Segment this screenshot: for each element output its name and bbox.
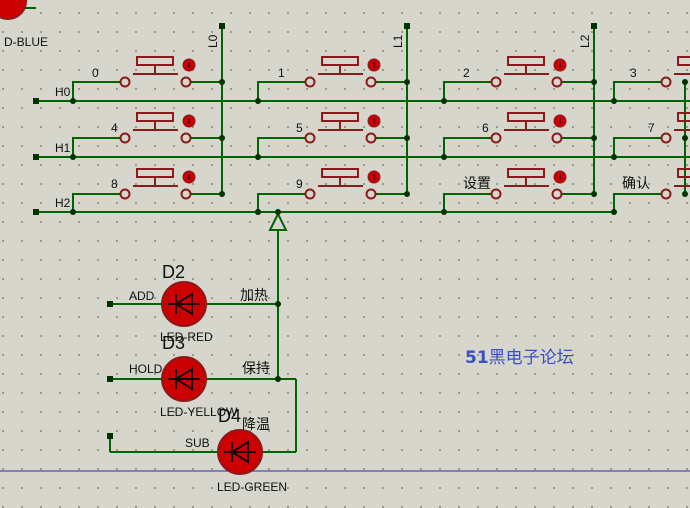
button-actuator-icon: [677, 168, 690, 178]
button-pin-icon: [119, 76, 131, 88]
row-label-h0: H0: [55, 85, 71, 99]
key-label-4: 4: [111, 121, 118, 135]
led-group: [161, 281, 263, 475]
button-pin-icon: [304, 132, 316, 144]
button-pin-icon: [660, 132, 672, 144]
watermark-number: 51: [465, 348, 489, 368]
button-actuator-icon: [677, 56, 690, 66]
key-label-7: 7: [648, 121, 655, 135]
push-button[interactable]: [613, 56, 690, 101]
led-part-green: LED-GREEN: [217, 480, 287, 494]
watermark-text: 黑电子论坛: [489, 348, 574, 368]
led-blue-fragment[interactable]: D-BLUE: [0, 0, 48, 49]
key-label-confirm: 确认: [622, 176, 650, 192]
led-ref-d2: D2: [162, 262, 185, 282]
button-pin-icon: [304, 76, 316, 88]
button-pin-icon: [551, 76, 563, 88]
column-label-l1: L1: [391, 34, 405, 48]
key-label-8: 8: [111, 177, 118, 191]
button-pin-icon: [180, 132, 192, 144]
button-pin-icon: [180, 188, 192, 200]
push-button[interactable]: [72, 112, 222, 157]
led-part-red: LED-RED: [160, 330, 213, 344]
button-pin-icon: [660, 76, 672, 88]
button-pin-icon: [365, 132, 377, 144]
button-pin-icon: [119, 188, 131, 200]
key-label-3: 3: [630, 66, 637, 80]
button-pin-icon: [660, 188, 672, 200]
push-button[interactable]: [72, 168, 222, 212]
push-button[interactable]: [443, 56, 594, 101]
push-button[interactable]: [613, 168, 690, 212]
row-label-h1: H1: [55, 141, 71, 155]
row-label-h2: H2: [55, 196, 71, 210]
led-net-cool: 降温: [242, 417, 270, 433]
key-label-settings: 设置: [463, 176, 491, 192]
button-pin-icon: [304, 188, 316, 200]
keypad-buttons: [72, 56, 690, 212]
button-pin-icon: [365, 188, 377, 200]
key-label-6: 6: [482, 121, 489, 135]
led-diode-icon[interactable]: [217, 429, 263, 475]
push-button[interactable]: [613, 112, 690, 157]
led-diode-icon[interactable]: [161, 281, 207, 327]
push-button[interactable]: [72, 56, 222, 101]
button-pin-icon: [365, 76, 377, 88]
led-net-keep: 保持: [242, 361, 270, 377]
led-net-heat: 加热: [240, 288, 268, 304]
led-net-sub: SUB: [185, 436, 210, 450]
led-ref-d4: D4: [218, 406, 241, 426]
led-part-yellow: LED-YELLOW: [160, 405, 238, 419]
button-pin-icon: [490, 188, 502, 200]
watermark: 51黑电子论坛: [465, 348, 574, 368]
push-button[interactable]: [257, 112, 407, 157]
row-wires: [36, 100, 690, 213]
junction-dots: [33, 23, 688, 439]
key-label-5: 5: [296, 121, 303, 135]
key-label-1: 1: [278, 66, 285, 80]
button-pin-icon: [551, 188, 563, 200]
column-label-l0: L0: [206, 34, 220, 48]
key-label-9: 9: [296, 177, 303, 191]
led-blue-part-label: D-BLUE: [4, 35, 48, 49]
led-net-add: ADD: [129, 289, 155, 303]
led-blue-body: [0, 0, 27, 20]
button-pin-icon: [490, 132, 502, 144]
key-label-2: 2: [463, 66, 470, 80]
column-label-l2: L2: [578, 34, 592, 48]
button-pin-icon: [119, 132, 131, 144]
push-button[interactable]: [443, 168, 594, 212]
button-pin-icon: [180, 76, 192, 88]
button-pin-icon: [551, 132, 563, 144]
push-button[interactable]: [443, 112, 594, 157]
push-button[interactable]: [257, 56, 407, 101]
button-pin-icon: [490, 76, 502, 88]
led-wires: [109, 230, 297, 453]
push-button[interactable]: [257, 168, 407, 212]
led-ref-d3: D3: [162, 333, 185, 353]
led-diode-icon[interactable]: [161, 356, 207, 402]
power-terminal-icon[interactable]: [268, 211, 288, 231]
led-net-hold: HOLD: [129, 362, 163, 376]
button-actuator-icon: [677, 112, 690, 122]
key-label-0: 0: [92, 66, 99, 80]
